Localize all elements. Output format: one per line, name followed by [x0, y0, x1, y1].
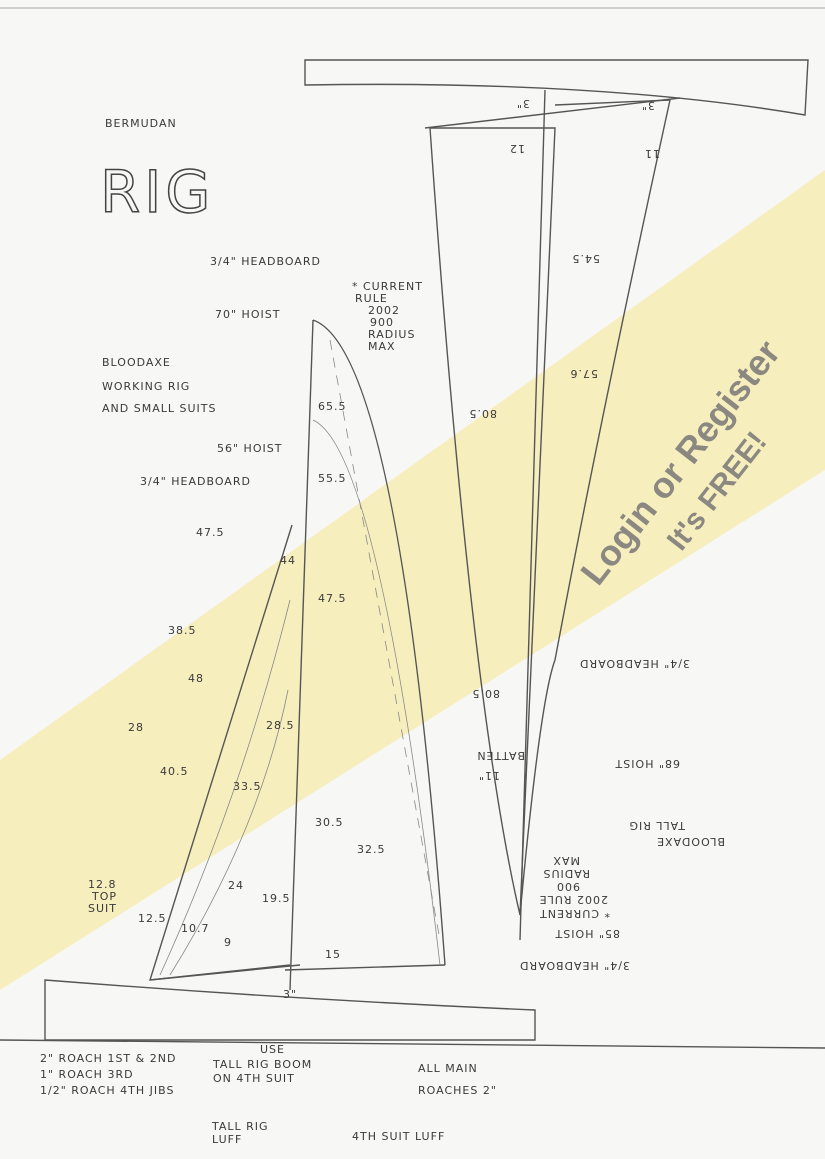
working-rig-mast: [289, 319, 314, 991]
measure: 11: [644, 147, 660, 160]
tall-hoist-85-label: 85" HOIST: [555, 927, 620, 940]
measure: 40.5: [160, 765, 189, 778]
measure: 55.5: [318, 472, 347, 485]
measure: 28: [128, 721, 144, 734]
title-small: BERMUDAN: [105, 117, 177, 130]
measurements: 65.5 55.5 47.5 44 47.5 38.5 48 28 28.5 4…: [128, 400, 386, 961]
rule-radius-line: [329, 339, 441, 941]
measure: 57.6: [570, 367, 599, 380]
measure: 80.5: [469, 407, 498, 420]
measure: 15: [325, 948, 341, 961]
rule-note: MAX: [368, 340, 396, 353]
top-suit-label: SUIT: [88, 902, 117, 915]
tall-headboard-label: 3/4" HEADBOARD: [579, 657, 690, 670]
rule-note: RULE: [355, 292, 388, 305]
measure: 47.5: [196, 526, 225, 539]
measure: 3": [516, 97, 530, 110]
rule-note: RADIUS: [368, 328, 415, 341]
main-boom: [284, 964, 446, 971]
tall-rule-note: RADIUS: [543, 867, 590, 880]
measure: 44: [280, 554, 296, 567]
rule-note: 2002: [368, 304, 400, 317]
boom-note: ON 4TH SUIT: [213, 1072, 295, 1085]
working-rig-hull: [44, 979, 536, 1041]
boom-note: TALL RIG BOOM: [212, 1058, 312, 1071]
measure: 33.5: [233, 780, 262, 793]
roach-note: 1" ROACH 3RD: [40, 1068, 134, 1081]
tall-rig-hull: [304, 59, 809, 116]
jib-3: [169, 689, 289, 976]
working-rig-subtitle: WORKING RIG: [102, 380, 190, 393]
tall-rig-title: BLOODAXE: [656, 835, 725, 848]
measure: 24: [228, 879, 244, 892]
luff-note: LUFF: [212, 1133, 242, 1146]
working-rig-subtitle-2: AND SMALL SUITS: [102, 402, 216, 415]
boom-note: USE: [260, 1043, 285, 1056]
title-big: RIG: [100, 158, 214, 226]
measure: 9: [224, 936, 232, 949]
measure: 19.5: [262, 892, 291, 905]
measure: 12.5: [138, 912, 167, 925]
tall-rig-jib: [519, 99, 671, 916]
measure: 47.5: [318, 592, 347, 605]
luff-note: TALL RIG: [211, 1120, 269, 1133]
hoist-56-label: 56" HOIST: [217, 442, 282, 455]
measure: 80.5: [472, 687, 501, 700]
watermark-band: [0, 170, 825, 990]
measure: 3": [641, 99, 655, 112]
measure: 28.5: [266, 719, 295, 732]
measure: 48: [188, 672, 204, 685]
roach-note: 1/2" ROACH 4TH JIBS: [40, 1084, 174, 1097]
luff-note: 4TH SUIT LUFF: [352, 1130, 445, 1143]
top-suit-label: TOP: [91, 890, 117, 903]
headboard-label-mid: 3/4" HEADBOARD: [140, 475, 251, 488]
measure: 32.5: [357, 843, 386, 856]
roach-note: 2" ROACH 1ST & 2ND: [40, 1052, 176, 1065]
measure: 30.5: [315, 816, 344, 829]
main-roach-note: ROACHES 2": [418, 1084, 497, 1097]
batten-label: BATTEN: [476, 749, 525, 762]
tall-hoist-68-label: 68" HOIST: [615, 757, 680, 770]
main-roach-note: ALL MAIN: [418, 1062, 478, 1075]
jib-1: [149, 524, 293, 981]
notch-label: 11": [478, 769, 500, 782]
tall-rig-title: TALL RIG: [628, 819, 686, 832]
boom-label: 3": [283, 988, 297, 1001]
tall-rule-note: 900: [556, 880, 580, 893]
tall-headboard-label-2: 3/4" HEADBOARD: [519, 959, 630, 972]
tall-rig-labels: 3" 3" 12 11 54.5 57.6 80.5 80.5 3/4" HEA…: [469, 97, 726, 972]
tall-rule-note: 2002 RULE: [539, 893, 608, 906]
hoist-70-label: 70" HOIST: [215, 308, 280, 321]
top-suit-label: 12.8: [88, 878, 117, 891]
working-rig-title: BLOODAXE: [102, 356, 171, 369]
main-70-leech: [312, 319, 446, 966]
rule-note: * CURRENT: [352, 280, 423, 293]
measure: 65.5: [318, 400, 347, 413]
tall-rule-note: MAX: [552, 854, 580, 867]
tall-rig-boom: [424, 97, 681, 129]
baseline: [0, 1039, 825, 1049]
measure: 12: [509, 142, 525, 155]
headboard-label-top: 3/4" HEADBOARD: [210, 255, 321, 268]
tall-rig-main: [429, 127, 556, 916]
measure: 10.7: [181, 922, 210, 935]
tall-rule-note: * CURRENT: [539, 907, 610, 920]
tall-rig-mast: [519, 89, 546, 941]
rule-note: 900: [370, 316, 394, 329]
measure: 54.5: [572, 252, 601, 265]
jib-2: [159, 599, 291, 976]
measure: 38.5: [168, 624, 197, 637]
main-56-leech: [312, 419, 441, 966]
